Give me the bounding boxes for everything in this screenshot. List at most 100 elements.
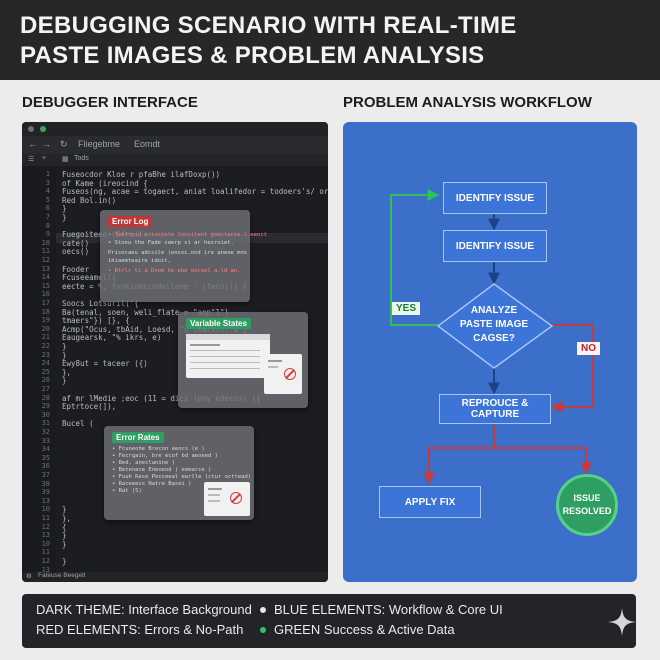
resolved-text-line2: RESOLVED [562, 506, 612, 516]
node-issue-resolved[interactable]: ISSUE RESOLVED [556, 474, 618, 536]
error-log-line: • Toefroid stiesiete loositent gsectenie… [108, 232, 267, 238]
line-number: 4 [45, 187, 50, 196]
code-line: }, [62, 367, 72, 377]
settings-icon[interactable]: ⚙ [26, 573, 32, 580]
node-identify-issue-1[interactable]: IDENTIFY ISSUE [443, 182, 547, 214]
line-number: 13 [41, 496, 50, 505]
legend-bullet [260, 607, 266, 613]
line-number: 18 [41, 307, 50, 316]
line-number: 24 [41, 359, 50, 368]
code-line: Eptrtoce(]), [62, 402, 117, 412]
error-log-line: Prisocaeu adcsile (ensvi.ond ire aneoe m… [108, 250, 248, 256]
error-log-line: • Stonu the Fade saerp si ar hesroiet. [108, 240, 234, 246]
line-number: 27 [41, 385, 50, 393]
line-number: 11 [41, 247, 50, 256]
tab-file[interactable]: Fliegebme [78, 139, 121, 149]
prohibited-icon [230, 492, 242, 504]
error-rates-popup: Error Rates • Fcuoeohe Brecon eeocs (e )… [104, 426, 254, 520]
line-number: 38 [41, 479, 50, 488]
code-line: oecs() [62, 247, 90, 257]
line-number: 10 [41, 238, 50, 247]
line-number: 19 [41, 316, 50, 325]
line-number: 31 [41, 419, 50, 428]
code-line: { [62, 522, 67, 532]
legend-item-dark: DARK THEME: Interface Background [36, 602, 252, 617]
header-title-line2: PASTE IMAGES & PROBLEM ANALYSIS [20, 42, 485, 69]
window-dot-green-icon[interactable] [40, 126, 46, 132]
line-number: 15 [41, 281, 50, 290]
line-number: 29 [41, 402, 50, 411]
line-number: 7 [45, 213, 50, 221]
toolbar: ☰ + ▦ Tods [22, 154, 328, 166]
error-rates-line: • Fuuh Rese Pecceeal ewrlle (ctur octtea… [112, 474, 252, 480]
line-number: 33 [41, 436, 50, 445]
line-number: 5 [45, 195, 50, 204]
nav-bar: ← → ↻ Fliegebme Eomdt [22, 136, 328, 154]
resolved-text-line1: ISSUE [573, 493, 601, 503]
node-reproduce-capture[interactable]: REPROUCE & CAPTURE [439, 394, 551, 424]
reload-icon[interactable]: ↻ [60, 139, 68, 149]
variable-states-popup: Variable States [178, 312, 308, 408]
code-line: Fuseos(ng, acae = togaect, aniat loalife… [62, 187, 328, 197]
resolve-path [494, 447, 592, 475]
legend-item-green: GREEN Success & Active Data [274, 622, 455, 637]
line-number: 6 [45, 204, 50, 213]
header-banner: DEBUGGING SCENARIO WITH REAL-TIME PASTE … [0, 0, 660, 80]
node-identify-issue-2[interactable]: IDENTIFY ISSUE [443, 230, 547, 262]
tab-edit[interactable]: Eomdt [134, 139, 161, 149]
legend-box: DARK THEME: Interface Background BLUE EL… [22, 594, 636, 648]
pasted-screenshot-image[interactable] [186, 334, 270, 378]
line-number: 16 [41, 290, 50, 299]
error-log-popup: Error Log • Toefroid stiesiete loositent… [100, 210, 267, 302]
node-apply-fix[interactable]: APPLY FIX [379, 486, 481, 518]
legend-bullet-green [260, 627, 266, 633]
back-arrow-icon[interactable]: ← [28, 139, 37, 149]
line-number: 3 [45, 178, 50, 187]
line-number: 25 [41, 367, 50, 376]
no-label: NO [577, 342, 600, 355]
error-rates-line: • Fecrgain, bre ecof bd aeoeed ) [112, 453, 218, 459]
line-number: 12 [41, 557, 50, 565]
code-line: } [62, 505, 67, 515]
forward-arrow-icon[interactable]: → [42, 139, 51, 149]
pasted-error-image[interactable] [264, 354, 302, 394]
error-log-title: Error Log [108, 216, 153, 227]
code-line: Acmp("Ocus, tbAid, Loesd, "c ikalirt, 0"… [62, 324, 248, 334]
code-line: Ba(tenal, soen, weli_flate = "aop"1"} [62, 307, 230, 317]
add-icon[interactable]: + [42, 155, 47, 162]
line-number: 23 [41, 350, 50, 359]
sparkle-icon [608, 608, 636, 636]
code-line: Red Bol.in() [62, 195, 117, 205]
line-number: 22 [41, 342, 50, 350]
error-rates-line: • Fcuoeohe Brecon eeocs (e ) [112, 446, 205, 452]
explorer-icon[interactable]: ☰ [28, 156, 35, 163]
legend-item-red: RED ELEMENTS: Errors & No-Path [36, 622, 244, 637]
code-line: } [62, 376, 67, 386]
code-line: Bucel ( [62, 419, 94, 429]
grid-icon[interactable]: ▦ [62, 156, 69, 163]
line-number: 36 [41, 462, 50, 471]
error-log-line: • Rtrlr ti a Dnom he ebe onrsel a.ld an. [108, 268, 241, 274]
prohibited-icon [284, 368, 296, 380]
line-number: 39 [41, 488, 50, 497]
code-line: } [62, 213, 67, 222]
legend-item-blue: BLUE ELEMENTS: Workflow & Core UI [274, 602, 503, 617]
toolbar-label[interactable]: Tods [74, 155, 89, 162]
error-rates-line: • Rat (5) [112, 488, 142, 494]
line-number: 17 [41, 299, 50, 307]
pasted-error-image-2[interactable] [204, 482, 250, 516]
line-number: 13 [41, 565, 50, 574]
window-dot-icon[interactable] [28, 126, 34, 132]
workflow-connectors [390, 189, 594, 485]
decision-text-line2: PASTE IMAGE [459, 319, 529, 330]
line-number: 10 [41, 539, 50, 548]
header-title-line1: DEBUGGING SCENARIO WITH REAL-TIME [20, 12, 517, 39]
debugger-section-title: DEBUGGER INTERFACE [22, 94, 198, 111]
line-number: 11 [41, 548, 50, 557]
line-number: 13 [41, 264, 50, 273]
line-number: 9 [45, 230, 50, 239]
line-number: 13 [41, 531, 50, 540]
error-rates-line: • Betenace Eneoeod ( eemarce ) [112, 467, 212, 473]
line-number: 32 [41, 428, 50, 436]
code-line: } [62, 539, 67, 549]
